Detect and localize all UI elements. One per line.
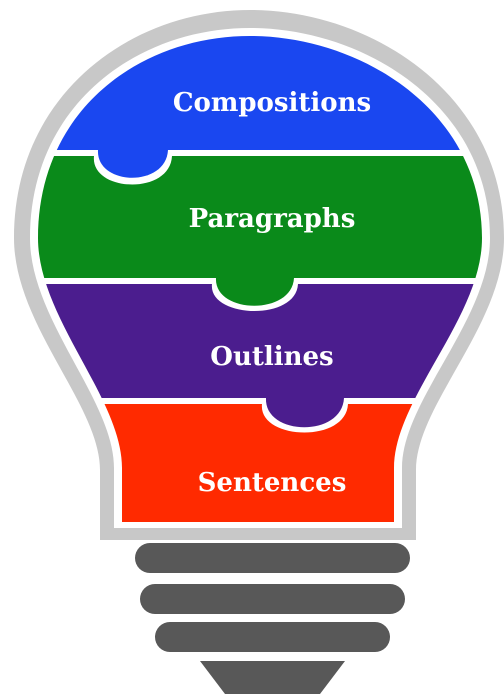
base-tip (200, 661, 345, 694)
label-paragraphs: Paragraphs (189, 204, 356, 234)
layer-sentences (38, 404, 482, 522)
paragraphs-knob (215, 278, 294, 306)
base-bar-1 (135, 543, 410, 573)
base-bar-3 (155, 622, 390, 652)
label-outlines: Outlines (210, 342, 333, 372)
label-compositions: Compositions (173, 88, 371, 118)
layer-outlines (38, 284, 482, 398)
label-sentences: Sentences (198, 468, 347, 498)
base-bar-2 (140, 584, 405, 614)
outlines-knob (265, 398, 344, 428)
compositions-knob (97, 150, 168, 178)
layer-paragraphs (38, 156, 482, 278)
